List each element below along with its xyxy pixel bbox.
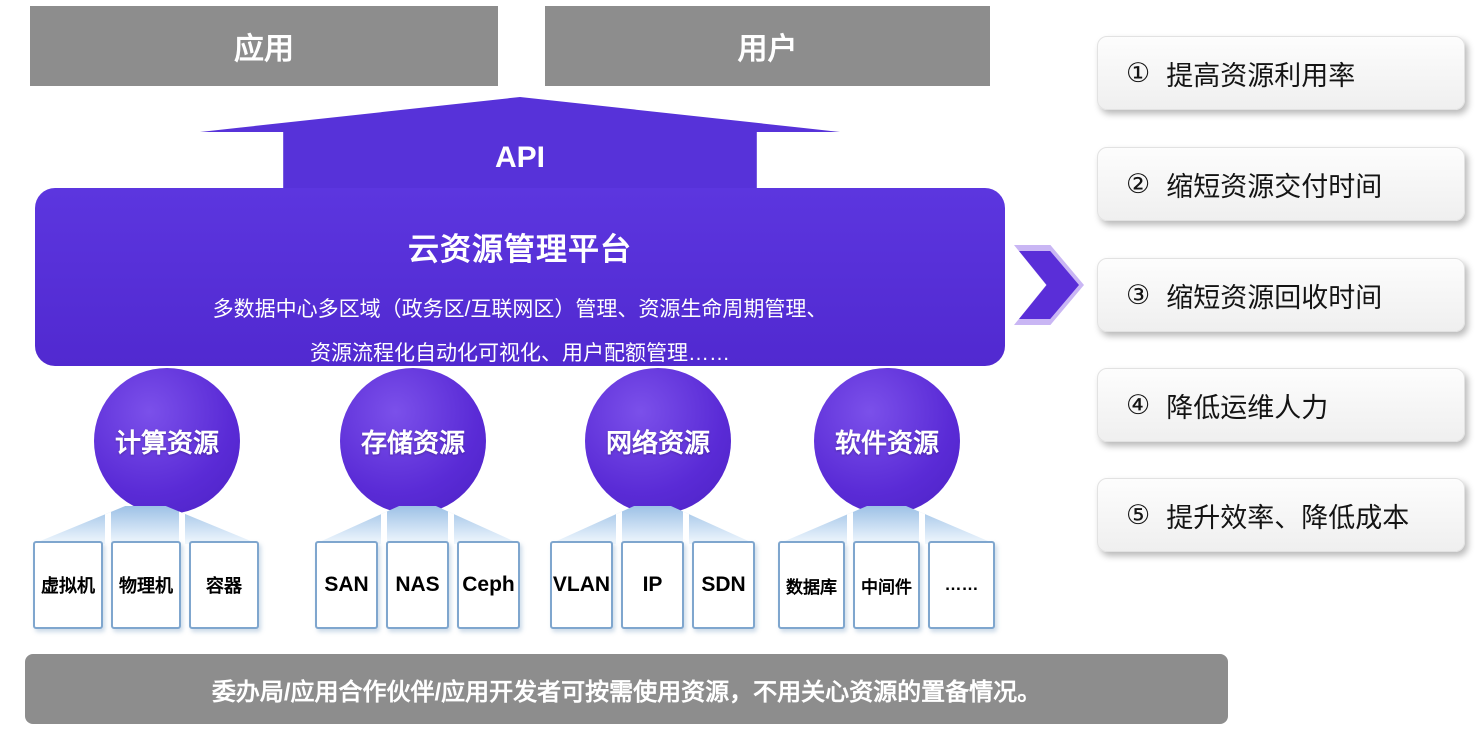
fan-connector-compute [33,506,258,544]
benefit-number: ③ [1126,279,1151,310]
fan-divider [448,506,455,544]
benefit-number: ⑤ [1126,499,1151,530]
benefit-text: 降低运维人力 [1166,392,1329,423]
res-box-sdn: SDN [692,541,755,629]
res-box-database: 数据库 [778,541,845,629]
platform-title: 云资源管理平台 [408,232,632,267]
api-label: API [494,141,545,174]
fan-divider [683,506,690,544]
compute-item-boxes: 虚拟机 物理机 容器 [33,541,259,629]
footer-banner: 委办局/应用合作伙伴/应用开发者可按需使用资源，不用关心资源的置备情况。 [25,654,1228,724]
benefit-number: ② [1126,168,1151,199]
storage-item-boxes: SAN NAS Ceph [315,541,520,629]
platform-box: 云资源管理平台 多数据中心多区域（政务区/互联网区）管理、资源生命周期管理、 资… [35,188,1005,366]
fan-divider [919,506,926,544]
benefit-item-1: ① 提高资源利用率 [1097,36,1465,110]
circle-software-resources: 软件资源 [814,368,960,514]
benefit-item-2: ② 缩短资源交付时间 [1097,147,1465,221]
res-box-nas: NAS [386,541,449,629]
api-up-arrow: API [200,97,840,189]
benefit-item-5: ⑤ 提升效率、降低成本 [1097,478,1465,552]
res-box-container: 容器 [189,541,259,629]
benefit-text: 提高资源利用率 [1166,60,1356,91]
res-box-vlan: VLAN [550,541,613,629]
platform-subtitle-line1: 多数据中心多区域（政务区/互联网区）管理、资源生命周期管理、 [212,298,828,321]
benefit-item-3: ③ 缩短资源回收时间 [1097,258,1465,332]
res-box-vm: 虚拟机 [33,541,103,629]
fan-divider [105,506,111,544]
benefit-item-4: ④ 降低运维人力 [1097,368,1465,442]
fan-divider [615,506,622,544]
platform-subtitle-line2: 资源流程化自动化可视化、用户配额管理…… [310,342,730,365]
fan-divider [380,506,387,544]
top-box-application: 应用 [30,6,498,86]
circle-network-resources: 网络资源 [585,368,731,514]
fan-connector-network [550,506,755,544]
fan-connector-software [778,506,995,544]
benefit-number: ① [1126,57,1151,88]
res-box-ceph: Ceph [457,541,520,629]
chevron-fill [1019,251,1079,319]
chevron-right-icon [1014,245,1084,325]
res-box-ip: IP [621,541,684,629]
top-box-user: 用户 [545,6,990,86]
benefit-text: 缩短资源交付时间 [1166,171,1383,202]
circle-storage-resources: 存储资源 [340,368,486,514]
res-box-middleware: 中间件 [853,541,920,629]
network-item-boxes: VLAN IP SDN [550,541,755,629]
res-box-physical: 物理机 [111,541,181,629]
benefit-text: 缩短资源回收时间 [1166,282,1383,313]
benefit-text: 提升效率、降低成本 [1166,502,1410,533]
software-item-boxes: 数据库 中间件 …… [778,541,995,629]
circle-compute-resources: 计算资源 [94,368,240,514]
fan-divider [179,506,186,544]
res-box-san: SAN [315,541,378,629]
fan-connector-storage [315,506,520,544]
res-box-more: …… [928,541,995,629]
benefit-number: ④ [1126,389,1151,420]
fan-divider [847,506,854,544]
